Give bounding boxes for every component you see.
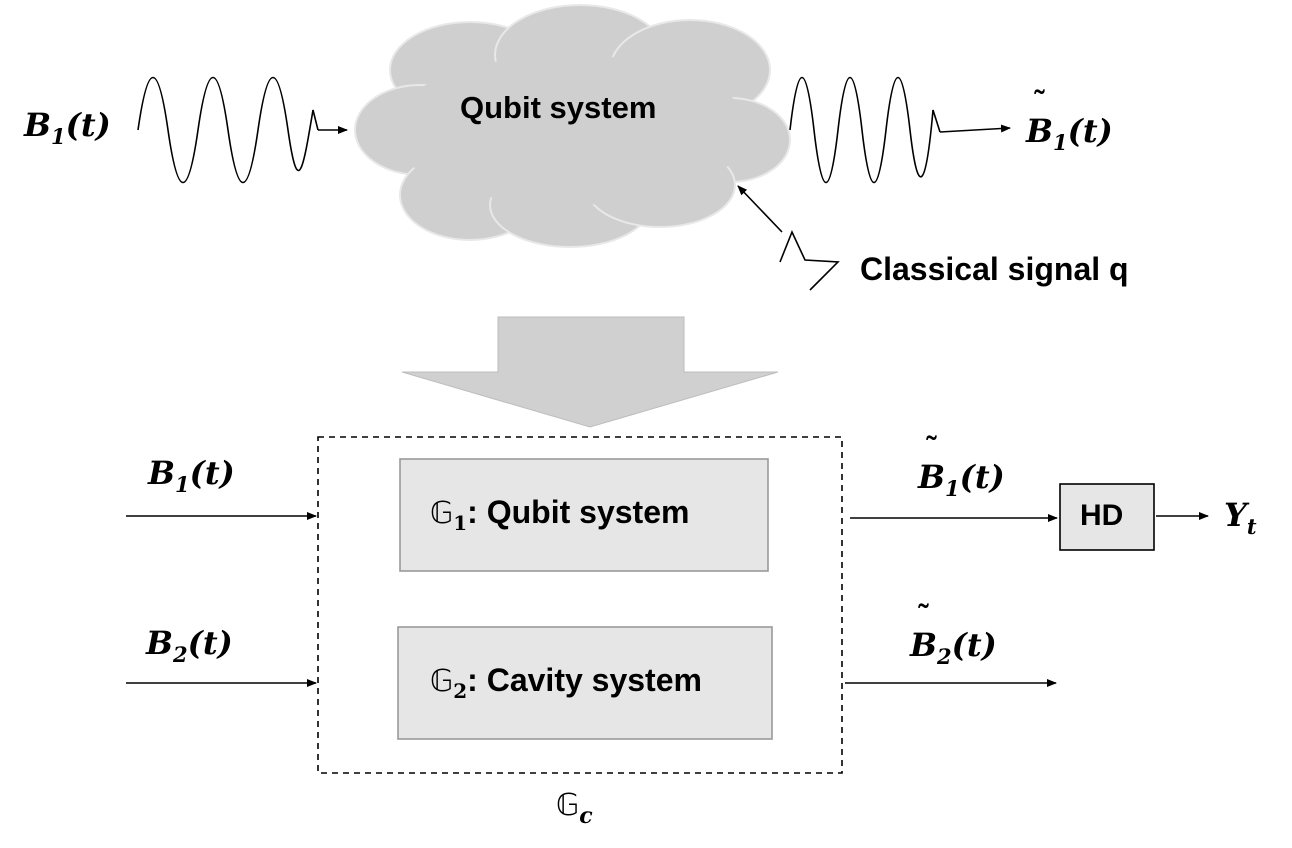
qubit-box-label: 𝔾1: Qubit system: [430, 494, 690, 535]
cloud-label: Qubit system: [460, 90, 657, 125]
cavity-system-box: [397, 626, 773, 740]
classical-signal-arrow: [737, 185, 783, 233]
output-wave-right: [789, 77, 941, 183]
y-output-label: Yt: [1224, 496, 1257, 539]
input2-label: B2(t): [146, 624, 233, 667]
qubit-cloud: [354, 4, 791, 248]
big-down-arrow: [401, 316, 779, 428]
composite-system-label: 𝔾c: [556, 788, 593, 829]
classical-signal-label: Classical signal q: [860, 251, 1129, 287]
qubit-system-box: [399, 458, 769, 572]
top-output-label: B1(t): [1026, 86, 1113, 155]
output1-label: B1(t): [918, 432, 1005, 501]
top-input-label: B1(t): [24, 106, 111, 149]
input1-label: B1(t): [148, 454, 235, 497]
classical-signal-zigzag: [779, 229, 840, 291]
composite-system-container: [317, 436, 843, 774]
hd-label: HD: [1080, 499, 1124, 532]
output-arrow-right: [939, 124, 1011, 133]
homodyne-detector-box: [1059, 483, 1155, 551]
cavity-box-label: 𝔾2: Cavity system: [430, 662, 702, 703]
output2-label: B2(t): [910, 600, 997, 669]
input-wave-left: [137, 77, 319, 183]
